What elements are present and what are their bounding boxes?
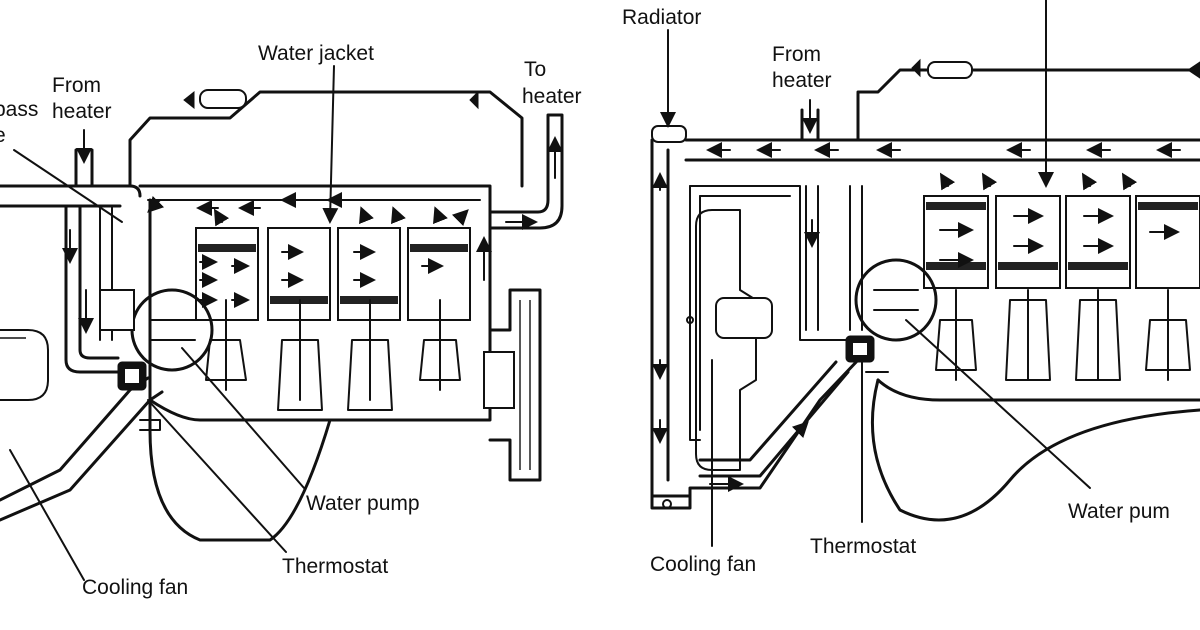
left-to-heater-pipe xyxy=(488,113,564,230)
left-engine-block xyxy=(139,198,492,542)
right-flow-arrows xyxy=(652,142,1181,492)
left-to-heater-label-line1: To xyxy=(524,58,546,81)
right-thermostat xyxy=(845,335,875,363)
left-engine-diagram: pass e From heater Water jacket To heate… xyxy=(0,42,582,599)
left-from-heater-label-line1: From xyxy=(52,74,101,97)
left-water-jacket-label: Water jacket xyxy=(258,42,374,65)
left-leader-lines xyxy=(9,65,339,581)
right-leader-lines xyxy=(660,0,1091,547)
right-water-pump xyxy=(854,258,938,342)
left-labels: pass e From heater Water jacket To heate… xyxy=(0,42,582,599)
left-water-pump-label: Water pump xyxy=(306,492,420,515)
left-thermostat-label: Thermostat xyxy=(282,555,388,578)
right-cooling-fan-label: Cooling fan xyxy=(650,553,756,576)
left-thermostat xyxy=(117,361,147,391)
right-water-pump-label: Water pum xyxy=(1068,500,1170,523)
left-cooling-fan-label: Cooling fan xyxy=(82,576,188,599)
right-labels: Radiator From heater Water pum Thermosta… xyxy=(622,6,1170,576)
left-bypass-label-line1: pass xyxy=(0,98,38,121)
right-pistons xyxy=(923,195,1200,381)
right-lower-hose xyxy=(698,360,850,478)
left-water-pump xyxy=(99,288,214,372)
right-engine-diagram: Radiator From heater Water pum Thermosta… xyxy=(622,0,1200,576)
right-from-heater-label-line2: heater xyxy=(772,69,832,92)
left-crank-pulley xyxy=(483,288,542,482)
left-cooling-fan xyxy=(0,329,49,401)
left-pistons xyxy=(195,227,471,411)
left-cylinder-head xyxy=(128,89,524,188)
right-thermostat-label: Thermostat xyxy=(810,535,916,558)
right-cooling-fan xyxy=(695,209,773,471)
right-engine-block xyxy=(865,371,1200,522)
left-from-heater-stub xyxy=(74,129,94,188)
right-cylinder-head xyxy=(856,58,1200,142)
right-radiator-label: Radiator xyxy=(622,6,701,29)
right-from-heater-label-line1: From xyxy=(772,43,821,66)
left-to-heater-label-line2: heater xyxy=(522,85,582,108)
left-from-heater-label-line2: heater xyxy=(52,100,112,123)
right-from-heater-stub xyxy=(800,99,863,331)
left-bypass-label-line2: e xyxy=(0,124,6,147)
left-flow-arrows xyxy=(62,192,492,334)
